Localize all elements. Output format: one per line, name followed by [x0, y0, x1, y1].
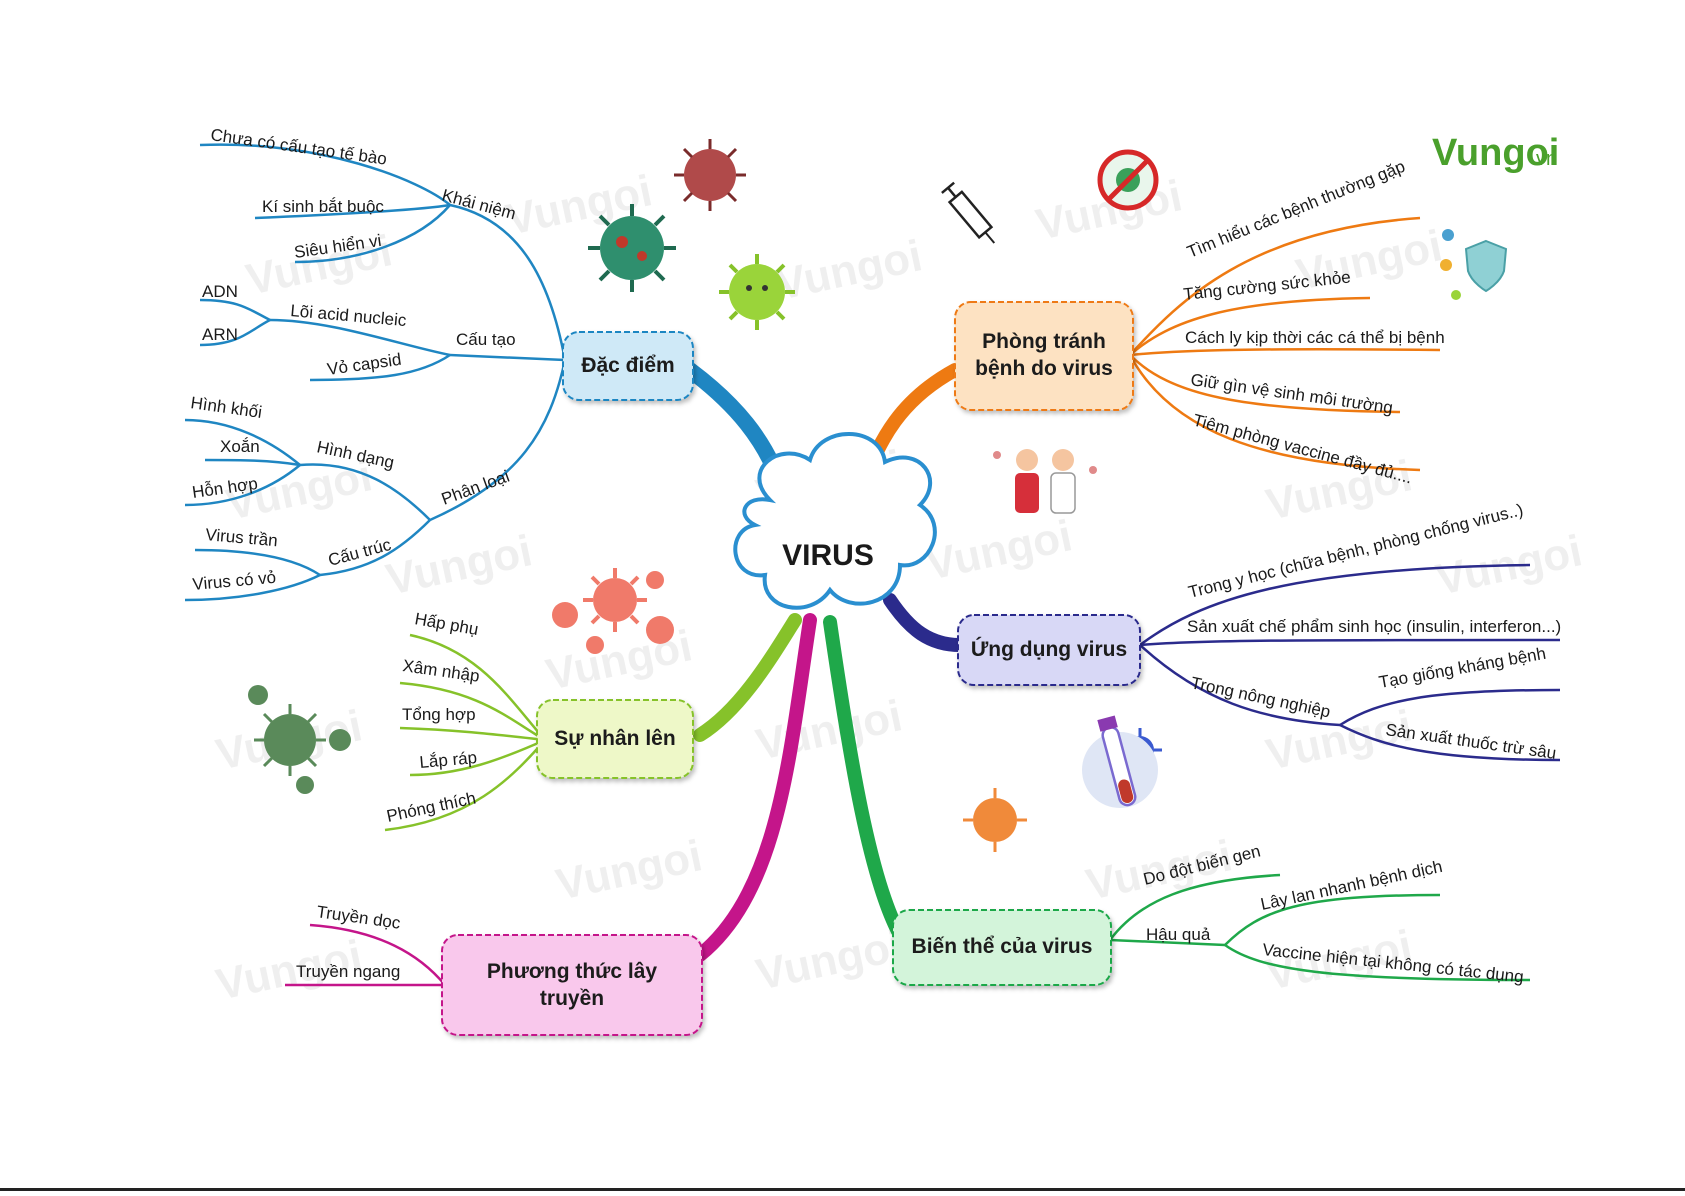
hau-qua-label: Hậu quả — [1146, 925, 1211, 944]
prevention-item: Giữ gìn vệ sinh môi trường — [1189, 370, 1394, 417]
node-ung-dung[interactable]: Ứng dụng virus — [957, 614, 1141, 686]
node-label: Ứng dụng virus — [971, 637, 1127, 661]
svg-text:vn: vn — [1536, 148, 1557, 170]
svg-text:Vungoi: Vungoi — [1432, 132, 1559, 174]
svg-text:Vungoi: Vungoi — [382, 526, 536, 605]
virus-icon — [296, 776, 314, 794]
syringe-icon — [941, 181, 996, 244]
node-phuong-thuc[interactable]: Phương thức lây truyền — [441, 934, 703, 1036]
virus-icon — [719, 254, 795, 330]
khai-niem-item: Chưa có cấu tạo tế bào — [209, 125, 388, 169]
node-label-line1: Phương thức lây — [487, 960, 658, 983]
center-label: VIRUS — [782, 539, 874, 572]
node-label: Biến thể của virus — [912, 935, 1093, 958]
page-bottom-border — [0, 1188, 1685, 1191]
transmission-item: Truyền dọc — [315, 902, 402, 933]
logo: Vungoi vn — [1432, 132, 1559, 174]
loi-item: ARN — [202, 325, 238, 344]
center-cloud[interactable]: VIRUS — [733, 432, 937, 610]
virus-icon — [583, 568, 647, 632]
virus-icon — [586, 636, 604, 654]
svg-text:Vungoi: Vungoi — [552, 831, 706, 910]
step-item: Hấp phụ — [413, 609, 480, 639]
no-virus-icon — [1097, 149, 1159, 211]
svg-text:Vungoi: Vungoi — [752, 691, 906, 770]
nong-nghiep-label: Trong nông nghiệp — [1189, 673, 1332, 721]
phong-tranh-labels: Tìm hiểu các bệnh thường gặp Tăng cường … — [1182, 157, 1444, 488]
virus-icon — [646, 616, 674, 644]
node-label-line2: bệnh do virus — [975, 357, 1113, 380]
virus-icon — [329, 729, 351, 751]
dac-diem-lines — [184, 143, 567, 602]
ung-dung-lines — [1139, 563, 1561, 762]
hinh-dang-item: Hình khối — [189, 393, 263, 422]
node-label: Sự nhân lên — [554, 727, 675, 750]
virus-icon — [963, 788, 1027, 852]
bien-the-lines — [1109, 873, 1531, 982]
hinh-dang-item: Xoắn — [220, 437, 260, 456]
svg-text:Vungoi: Vungoi — [1262, 701, 1416, 780]
doctors-icon — [993, 449, 1097, 514]
loi-item: ADN — [202, 282, 238, 301]
khai-niem-item: Kí sinh bắt buộc — [262, 197, 384, 216]
cau-truc-item: Virus có vỏ — [192, 568, 277, 594]
step-item: Tổng hợp — [402, 705, 476, 724]
step-item: Lắp ráp — [419, 748, 478, 772]
virus-icon — [588, 204, 676, 292]
nong-nghiep-item: Tạo giống kháng bệnh — [1377, 644, 1547, 692]
svg-text:Vungoi: Vungoi — [922, 511, 1076, 590]
branch-su-nhan-len — [693, 613, 802, 742]
bien-the-labels: Do đột biến gen Hậu quả Lây lan nhanh bệ… — [1141, 841, 1524, 986]
branch-ung-dung — [883, 593, 967, 652]
node-label: Đặc điểm — [581, 354, 674, 377]
phong-tranh-lines — [1128, 216, 1441, 472]
node-bien-the[interactable]: Biến thể của virus — [892, 909, 1112, 986]
consequence-item: Lây lan nhanh bệnh dịch — [1259, 857, 1444, 914]
svg-text:Vungoi: Vungoi — [772, 231, 926, 310]
node-label-line2: truyền — [540, 987, 604, 1010]
loi-label: Lõi acid nucleic — [290, 301, 408, 330]
node-label-line1: Phòng tránh — [982, 330, 1106, 353]
cau-truc-item: Virus trần — [205, 525, 279, 550]
virus-icon — [248, 685, 268, 705]
node-su-nhan-len[interactable]: Sự nhân lên — [536, 699, 694, 779]
khai-niem-label: Khái niệm — [440, 186, 518, 224]
branch-bien-the — [823, 615, 907, 942]
svg-text:Vungoi: Vungoi — [752, 921, 906, 1000]
branch-phuong-thuc — [693, 613, 817, 962]
test-tube-icon — [1082, 715, 1158, 808]
virus-icon — [646, 571, 664, 589]
application-item: Sản xuất chế phẩm sinh học (insulin, int… — [1187, 617, 1561, 636]
transmission-item: Truyền ngang — [296, 962, 400, 981]
node-phong-tranh[interactable]: Phòng tránh bệnh do virus — [954, 301, 1134, 411]
virus-icon — [674, 139, 746, 211]
phuong-thuc-lines — [285, 923, 446, 987]
node-dac-diem[interactable]: Đặc điểm — [562, 331, 694, 401]
shield-icon — [1440, 229, 1508, 300]
su-nhan-len-lines — [384, 633, 546, 832]
virus-icon — [254, 704, 326, 776]
phan-loai-label: Phân loại — [439, 467, 512, 509]
prevention-item: Cách ly kịp thời các cá thể bị bệnh — [1185, 328, 1445, 347]
virus-icon — [552, 602, 578, 628]
cau-tao-label: Cấu tạo — [456, 330, 516, 349]
